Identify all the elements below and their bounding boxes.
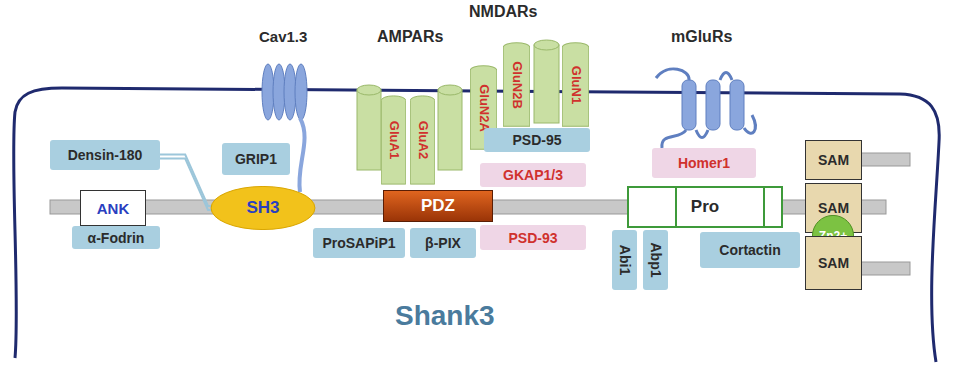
interactor-box: GRIP1 [222,143,290,175]
receptor-subunit: GluA2 [410,95,435,185]
interactor-box: β-PIX [410,228,476,258]
node-label: Densin-180 [68,147,143,163]
pdz-domain: PDZ [383,190,493,222]
node-label: PSD-93 [508,230,557,246]
node-label: GluA2 [415,121,430,159]
receptor-label: Cav1.3 [259,28,307,45]
receptor-subunit: GluN2B [503,42,530,127]
interactor-box: PSD-93 [480,225,586,250]
receptor-subunit: GluN1 [562,42,589,127]
interactor-box: ProSAPiP1 [313,228,405,258]
node-label: PSD-95 [512,132,561,148]
receptor-label: mGluRs [671,28,732,46]
node-label: Homer1 [678,155,730,171]
interactor-box: Abp1 [643,230,668,290]
shank3-backbone [860,153,910,166]
receptor-subunit: GluA1 [381,95,406,185]
node-label: Abi1 [617,245,633,275]
node-label: GRIP1 [235,151,277,167]
node-label: SAM [818,255,849,271]
node-label: PDZ [421,196,455,216]
channel-symbol [262,64,307,120]
interactor-box: Abi1 [612,230,637,290]
interactor-box: α-Fodrin [72,226,160,249]
receptor-label: NMDARs [469,3,537,21]
protein-title: Shank3 [395,300,495,332]
node-label: β-PIX [425,235,461,251]
channel-tail [299,118,304,192]
sam-domain: SAM [805,236,862,290]
node-label: Cortactin [719,242,780,258]
node-label: ANK [97,200,130,217]
interactor-box: Cortactin [700,232,800,268]
gpcr-loops [656,69,755,138]
node-label: GKAP1/3 [503,167,563,183]
node-label: GluN2B [509,61,524,109]
pro-divider [763,188,765,226]
sam-domain: SAM [805,140,862,180]
node-label: SH3 [246,198,279,218]
sh3-domain: SH3 [210,186,316,230]
node-label: α-Fodrin [88,230,145,246]
gpcr-tail [662,130,686,148]
pro-divider [675,188,677,226]
binding-line [160,155,216,211]
receptor-label: AMPARs [377,28,443,46]
interactor-box: Homer1 [652,148,756,178]
node-label: GluN2A [476,84,491,132]
node-label: SAM [818,152,849,168]
node-label: GluA1 [386,121,401,159]
node-label: Pro [691,197,719,217]
interactor-box: GKAP1/3 [480,163,586,187]
interactor-box: Densin-180 [50,140,160,170]
interactor-box: PSD-95 [484,128,590,152]
node-label: SAM [818,200,849,216]
node-label: GluN1 [568,65,583,103]
gpcr-symbol [682,80,744,130]
ank-domain: ANK [80,190,146,226]
pro-domain: Pro [627,186,783,228]
shank3-backbone [860,262,910,275]
node-label: Abp1 [648,243,664,278]
node-label: ProSAPiP1 [322,235,395,251]
